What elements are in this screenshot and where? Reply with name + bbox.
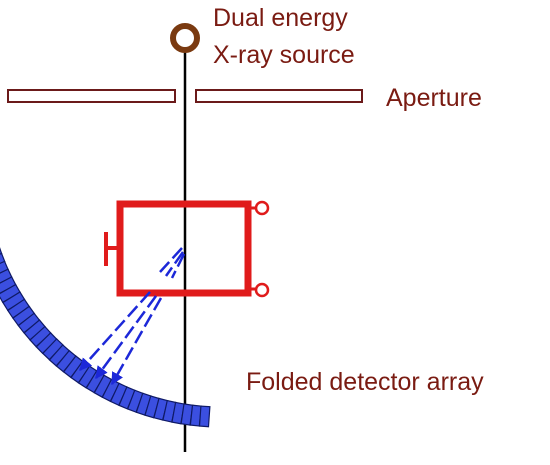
detector-element bbox=[0, 252, 6, 270]
detector-element bbox=[0, 260, 9, 279]
beam-5 bbox=[94, 295, 158, 380]
xray-source-icon bbox=[170, 23, 200, 53]
detector-element bbox=[0, 244, 3, 262]
beam-2 bbox=[164, 251, 185, 277]
folded-detector-array bbox=[0, 244, 211, 428]
scatter-beams bbox=[79, 247, 186, 386]
object-wheel-top bbox=[254, 200, 270, 216]
aperture-plate-right bbox=[195, 89, 363, 103]
detector-label: Folded detector array bbox=[246, 368, 484, 396]
detector-element bbox=[198, 405, 211, 428]
beam-4 bbox=[79, 291, 151, 371]
beam-3 bbox=[170, 253, 186, 279]
source-label-line2: X-ray source bbox=[213, 41, 355, 69]
object-wheel-bottom bbox=[254, 282, 270, 298]
beam-6 bbox=[110, 297, 163, 386]
source-label-line1: Dual energy bbox=[213, 4, 348, 32]
aperture-plate-left bbox=[7, 89, 176, 103]
scanned-object bbox=[104, 200, 270, 298]
beam-1 bbox=[159, 247, 183, 273]
aperture-label: Aperture bbox=[386, 84, 482, 112]
